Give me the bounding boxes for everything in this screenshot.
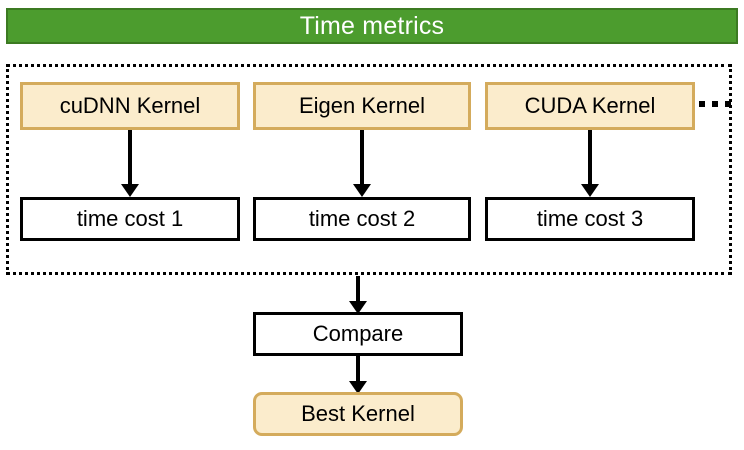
time-cost-node-1: time cost 1 bbox=[20, 197, 240, 241]
kernel-node-label: CUDA Kernel bbox=[524, 93, 656, 118]
kernel-node-eigen[interactable]: Eigen Kernel bbox=[253, 82, 471, 130]
kernel-node-cuda[interactable]: CUDA Kernel bbox=[485, 82, 695, 130]
time-metrics-header: Time metrics bbox=[6, 8, 738, 44]
kernel-node-label: cuDNN Kernel bbox=[59, 93, 201, 118]
time-cost-node-3: time cost 3 bbox=[485, 197, 695, 241]
time-metrics-group-container bbox=[6, 64, 732, 275]
time-cost-label: time cost 3 bbox=[536, 206, 644, 231]
compare-node[interactable]: Compare bbox=[253, 312, 463, 356]
kernel-node-cudnn[interactable]: cuDNN Kernel bbox=[20, 82, 240, 130]
time-cost-node-2: time cost 2 bbox=[253, 197, 471, 241]
arrow-compare-to-best bbox=[349, 356, 367, 394]
ellipsis-dot bbox=[712, 101, 718, 107]
kernel-node-label: Eigen Kernel bbox=[299, 93, 425, 118]
best-kernel-node[interactable]: Best Kernel bbox=[253, 392, 463, 436]
ellipsis-dot bbox=[699, 101, 705, 107]
arrow-group-to-compare bbox=[349, 276, 367, 314]
best-kernel-label: Best Kernel bbox=[301, 401, 415, 426]
ellipsis-dot bbox=[725, 101, 731, 107]
time-cost-label: time cost 2 bbox=[308, 206, 416, 231]
time-cost-label: time cost 1 bbox=[76, 206, 184, 231]
page-title: Time metrics bbox=[299, 11, 445, 40]
more-kernels-ellipsis-icon bbox=[699, 101, 731, 107]
compare-node-label: Compare bbox=[312, 321, 404, 346]
